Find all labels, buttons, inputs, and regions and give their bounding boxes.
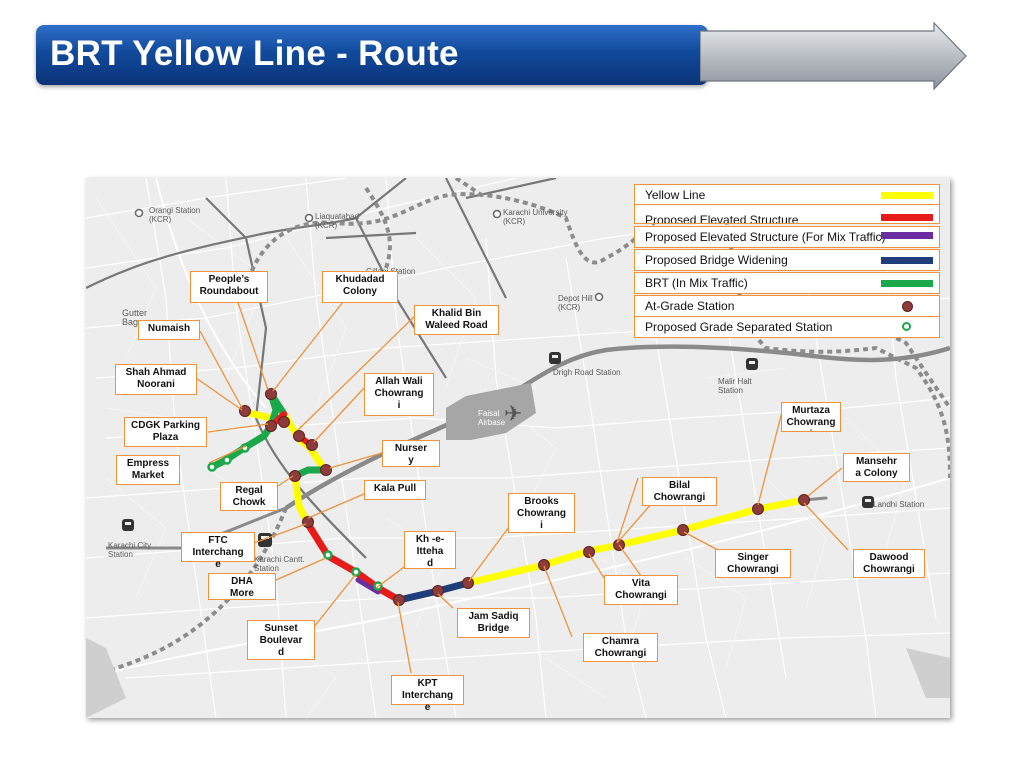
legend-item-bridge-widening: Proposed Bridge Widening xyxy=(634,249,940,271)
grade-separated-station-marker xyxy=(222,455,232,465)
legend-swatch-green xyxy=(881,280,933,287)
station-label-mansehra-colony: Mansehr a Colony xyxy=(843,453,910,482)
station-label-cdgk-parking-plaza: CDGK Parking Plaza xyxy=(124,417,207,447)
train-icon xyxy=(746,358,758,370)
at-grade-station-marker xyxy=(302,516,314,528)
kcr-station-icon xyxy=(594,292,604,302)
map-label-liaquatabad: Liaquatabad (KCR) xyxy=(315,212,360,230)
at-grade-station-marker xyxy=(752,503,764,515)
station-label-dawood-chowrangi: Dawood Chowrangi xyxy=(853,549,925,578)
kcr-station-icon xyxy=(492,209,502,219)
map-label-gutter-bag: Gutter Bag xyxy=(122,308,148,327)
legend-item-elevated-mix: Proposed Elevated Structure (For Mix Tra… xyxy=(634,226,940,248)
train-icon xyxy=(258,533,272,547)
at-grade-station-marker xyxy=(432,585,444,597)
station-label-khalid-bin-waleed-road: Khalid Bin Waleed Road xyxy=(414,305,499,335)
station-label-dha-more: DHA More xyxy=(208,573,276,600)
faisal-airbase-area xyxy=(446,383,536,440)
at-grade-station-marker xyxy=(239,405,251,417)
station-label-vita-chowrangi: Vita Chowrangi xyxy=(604,575,678,605)
station-label-kh-e-ittehad: Kh -e- Itteha d xyxy=(404,531,456,569)
page-title: BRT Yellow Line - Route xyxy=(50,34,459,73)
station-label-jam-sadiq-bridge: Jam Sadiq Bridge xyxy=(457,608,530,638)
grade-separated-stations xyxy=(207,443,383,591)
legend-item-at-grade-station: At-Grade Station xyxy=(634,295,940,317)
map-label-drigh-road: Drigh Road Station xyxy=(553,368,621,377)
station-label-chamra-chowrangi: Chamra Chowrangi xyxy=(583,633,658,662)
station-label-sunset-boulevard: Sunset Boulevar d xyxy=(247,620,315,660)
station-label-singer-chowrangi: Singer Chowrangi xyxy=(715,549,791,578)
title-arrow-decoration xyxy=(700,22,967,91)
legend-item-brt-mix: BRT (In Mix Traffic) xyxy=(634,272,940,294)
station-label-shah-ahmad-noorani: Shah Ahmad Noorani xyxy=(115,364,197,395)
at-grade-station-marker xyxy=(306,439,318,451)
legend-item-elevated: Proposed Elevated Structure xyxy=(634,204,940,224)
legend-swatch-blue xyxy=(881,257,933,264)
map-label-malir-halt: Malir Halt Station xyxy=(718,377,752,395)
airplane-icon: ✈ xyxy=(504,402,522,427)
station-label-numaish: Numaish xyxy=(138,320,200,340)
legend-label: Proposed Bridge Widening xyxy=(645,253,788,267)
kcr-station-icon xyxy=(134,208,144,218)
train-icon xyxy=(862,496,874,508)
grade-separated-station-marker xyxy=(351,567,361,577)
station-label-ftc-interchange: FTC Interchang e xyxy=(181,532,255,570)
grade-separated-station-marker xyxy=(323,550,333,560)
map-label-depot-hill: Depot Hill (KCR) xyxy=(558,294,593,312)
station-label-peoples-roundabout: People’s Roundabout xyxy=(190,271,268,303)
map-label-karachi-city: Karachi City Station xyxy=(108,541,152,559)
train-icon xyxy=(122,519,134,531)
legend-label: Yellow Line xyxy=(645,188,706,202)
at-grade-station-marker xyxy=(265,388,277,400)
legend-item-yellow-line: Yellow Line xyxy=(634,184,940,206)
station-label-allah-wali-chowrangi: Allah Wali Chowrang i xyxy=(364,373,434,416)
at-grade-station-marker xyxy=(462,577,474,589)
legend-item-grade-separated-station: Proposed Grade Separated Station xyxy=(634,316,940,338)
legend-label: Proposed Elevated Structure xyxy=(645,213,799,224)
train-icon xyxy=(549,352,561,364)
station-label-empress-market: Empress Market xyxy=(116,455,180,485)
legend-swatch-at-grade-dot xyxy=(902,301,913,312)
legend-label: Proposed Grade Separated Station xyxy=(645,320,833,334)
map-label-karachi-cantt: Karachi Cantt. Station xyxy=(254,555,305,573)
grade-separated-station-marker xyxy=(207,462,217,472)
circular-railway xyxy=(244,192,950,479)
at-grade-station-marker xyxy=(393,594,405,606)
station-label-regal-chowk: Regal Chowk xyxy=(220,482,278,511)
label-leader-lines xyxy=(195,284,849,674)
at-grade-station-marker xyxy=(538,559,550,571)
legend-swatch-purple xyxy=(881,232,933,239)
map-label-faisal-airbase: Faisal Airbase xyxy=(478,409,506,427)
station-label-bilal-chowrangi: Bilal Chowrangi xyxy=(642,477,717,506)
kcr-station-icons xyxy=(134,208,604,302)
title-banner xyxy=(36,25,708,85)
at-grade-station-marker xyxy=(265,420,277,432)
map-label-landhi: Landhi Station xyxy=(873,500,925,509)
legend-label: BRT (In Mix Traffic) xyxy=(645,276,748,290)
kcr-station-icon xyxy=(304,213,314,223)
legend-label: Proposed Elevated Structure (For Mix Tra… xyxy=(645,230,886,244)
station-label-khudadad-colony: Khudadad Colony xyxy=(322,271,398,303)
legend-swatch-red xyxy=(881,214,933,221)
station-label-kala-pull: Kala Pull xyxy=(364,480,426,500)
map-label-karachi-university: Karachi University (KCR) xyxy=(503,208,568,226)
legend-swatch-grade-separated-ring xyxy=(902,322,911,331)
at-grade-station-marker xyxy=(278,416,290,428)
station-label-murtaza-chowrangi: Murtaza Chowrang i xyxy=(781,402,841,432)
station-label-brooks-chowrangi: Brooks Chowrang i xyxy=(508,493,575,533)
legend-swatch-yellow xyxy=(881,192,933,199)
at-grade-station-marker xyxy=(320,464,332,476)
station-label-kpt-interchange: KPT Interchang e xyxy=(391,675,464,713)
at-grade-station-marker xyxy=(798,494,810,506)
legend-label: At-Grade Station xyxy=(645,299,735,313)
station-label-nursery: Nurser y xyxy=(382,440,440,467)
at-grade-station-marker xyxy=(289,470,301,482)
map-label-orangi: Orangi Station (KCR) xyxy=(149,206,201,224)
at-grade-station-marker xyxy=(293,430,305,442)
train-station-icons xyxy=(122,352,874,547)
at-grade-station-marker xyxy=(583,546,595,558)
